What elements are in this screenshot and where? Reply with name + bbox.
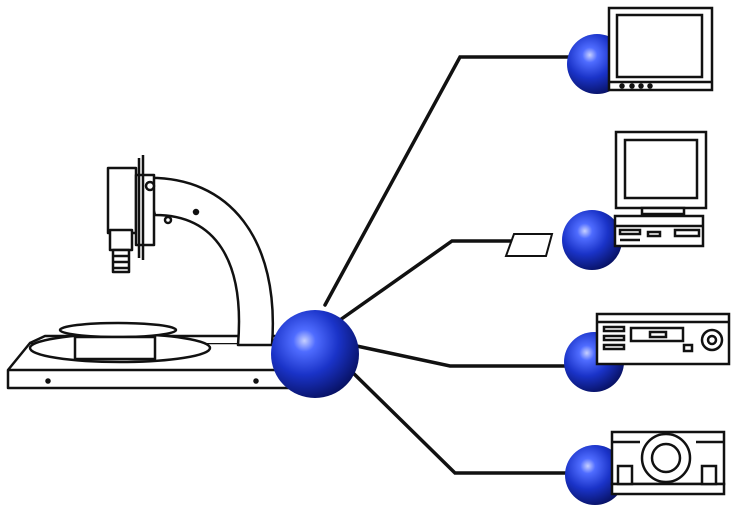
sphere-projector bbox=[565, 445, 625, 505]
projector-icon bbox=[610, 430, 726, 496]
connection-lines bbox=[323, 55, 577, 475]
line-to-monitor bbox=[323, 55, 577, 307]
line-to-projector bbox=[343, 363, 572, 475]
document-camera-icon bbox=[6, 155, 298, 390]
vcr-icon bbox=[595, 312, 731, 366]
sphere-computer bbox=[562, 210, 622, 270]
line-to-vcr bbox=[350, 343, 572, 368]
computer-icon bbox=[613, 130, 708, 248]
hub-sphere-icon bbox=[271, 310, 359, 398]
memory-card-icon bbox=[504, 233, 554, 257]
line-to-card bbox=[338, 239, 517, 322]
tv-monitor-icon bbox=[607, 6, 714, 92]
